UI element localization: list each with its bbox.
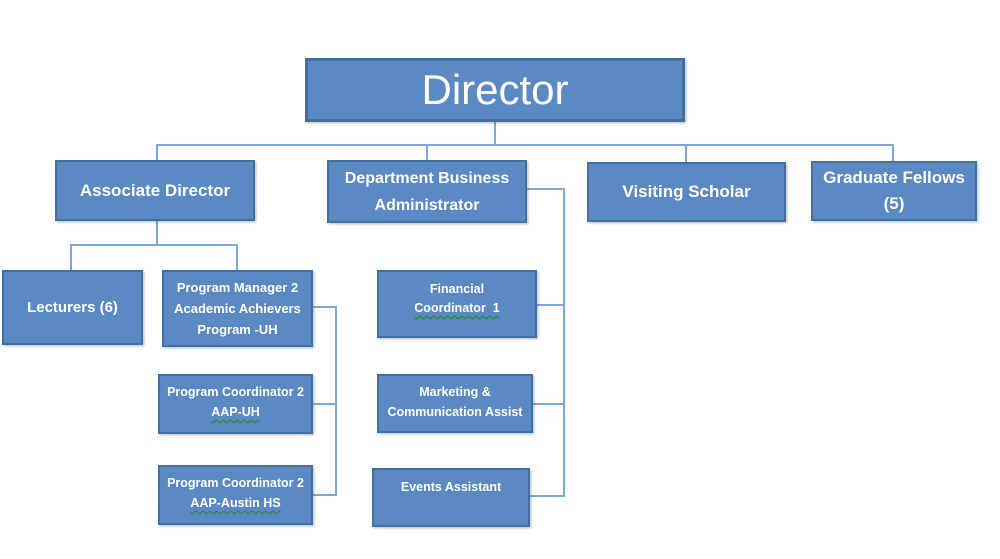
node-label-line2: Communication Assist [387, 405, 523, 419]
connector-dept-business-admin-vertical [563, 188, 565, 497]
node-label: Associate Director [79, 180, 231, 200]
org-node-financial-coordinator: Financial Coordinator 1 [377, 270, 537, 338]
connector-dept-business-admin-right [527, 188, 565, 190]
connector-branch-events-assistant [530, 495, 563, 497]
node-label-line1: Program Coordinator 2 [167, 476, 304, 490]
connector-program-manager-vertical [335, 306, 337, 496]
node-label-line1: Department Business [344, 169, 510, 187]
org-node-associate-director: Associate Director [55, 160, 255, 221]
node-label-line2: Academic Achievers [174, 301, 301, 316]
connector-drop-dept-business-admin [426, 144, 428, 160]
node-label-line1: Program Coordinator 2 [167, 385, 304, 399]
org-node-marketing-communication-assist: Marketing & Communication Assist [377, 374, 533, 433]
connector-drop-associate-director [156, 144, 158, 160]
node-label-line3: Program -UH [197, 322, 278, 337]
node-label-line1: Financial [429, 282, 485, 296]
org-node-program-coordinator-aap-austin: Program Coordinator 2 AAP-Austin HS [158, 465, 313, 525]
node-label: Visiting Scholar [622, 182, 751, 201]
org-node-department-business-administrator: Department Business Administrator [327, 160, 527, 223]
node-label-line1: Marketing & [419, 385, 491, 399]
org-node-visiting-scholar: Visiting Scholar [587, 162, 786, 222]
org-node-events-assistant: Events Assistant [372, 468, 530, 527]
node-label-line2: AAP-UH [211, 405, 260, 419]
connector-drop-lecturers [70, 244, 72, 270]
connector-branch-marketing-assist [533, 403, 563, 405]
node-label-line2: AAP-Austin HS [190, 496, 281, 510]
connector-branch-financial-coordinator [537, 304, 563, 306]
node-label-line1: Program Manager 2 [176, 280, 299, 295]
node-label: Events Assistant [400, 480, 502, 494]
org-node-director: Director [305, 58, 685, 122]
org-node-graduate-fellows: Graduate Fellows (5) [811, 161, 977, 221]
node-label-line1: Graduate Fellows [823, 168, 965, 187]
node-label: Director [421, 66, 569, 113]
org-node-program-manager-aap: Program Manager 2 Academic Achievers Pro… [162, 270, 313, 347]
org-node-lecturers: Lecturers (6) [2, 270, 143, 345]
node-label: Lecturers (6) [27, 298, 118, 316]
connector-associate-director-drop [156, 221, 158, 245]
connector-associate-children-bus [70, 244, 238, 246]
connector-branch-program-coordinator-uh [313, 403, 335, 405]
connector-director-drop [494, 122, 496, 145]
org-node-program-coordinator-aap-uh: Program Coordinator 2 AAP-UH [158, 374, 313, 434]
node-label-line2: (5) [883, 194, 905, 213]
connector-branch-program-coordinator-austin [313, 494, 337, 496]
connector-drop-program-manager [236, 244, 238, 270]
node-label-line2: Coordinator 1 [414, 301, 500, 315]
node-label-line2: Administrator [374, 196, 480, 214]
connector-level2-bus [156, 144, 894, 146]
connector-program-manager-right [313, 306, 337, 308]
connector-drop-graduate-fellows [892, 144, 894, 161]
connector-drop-visiting-scholar [685, 144, 687, 162]
